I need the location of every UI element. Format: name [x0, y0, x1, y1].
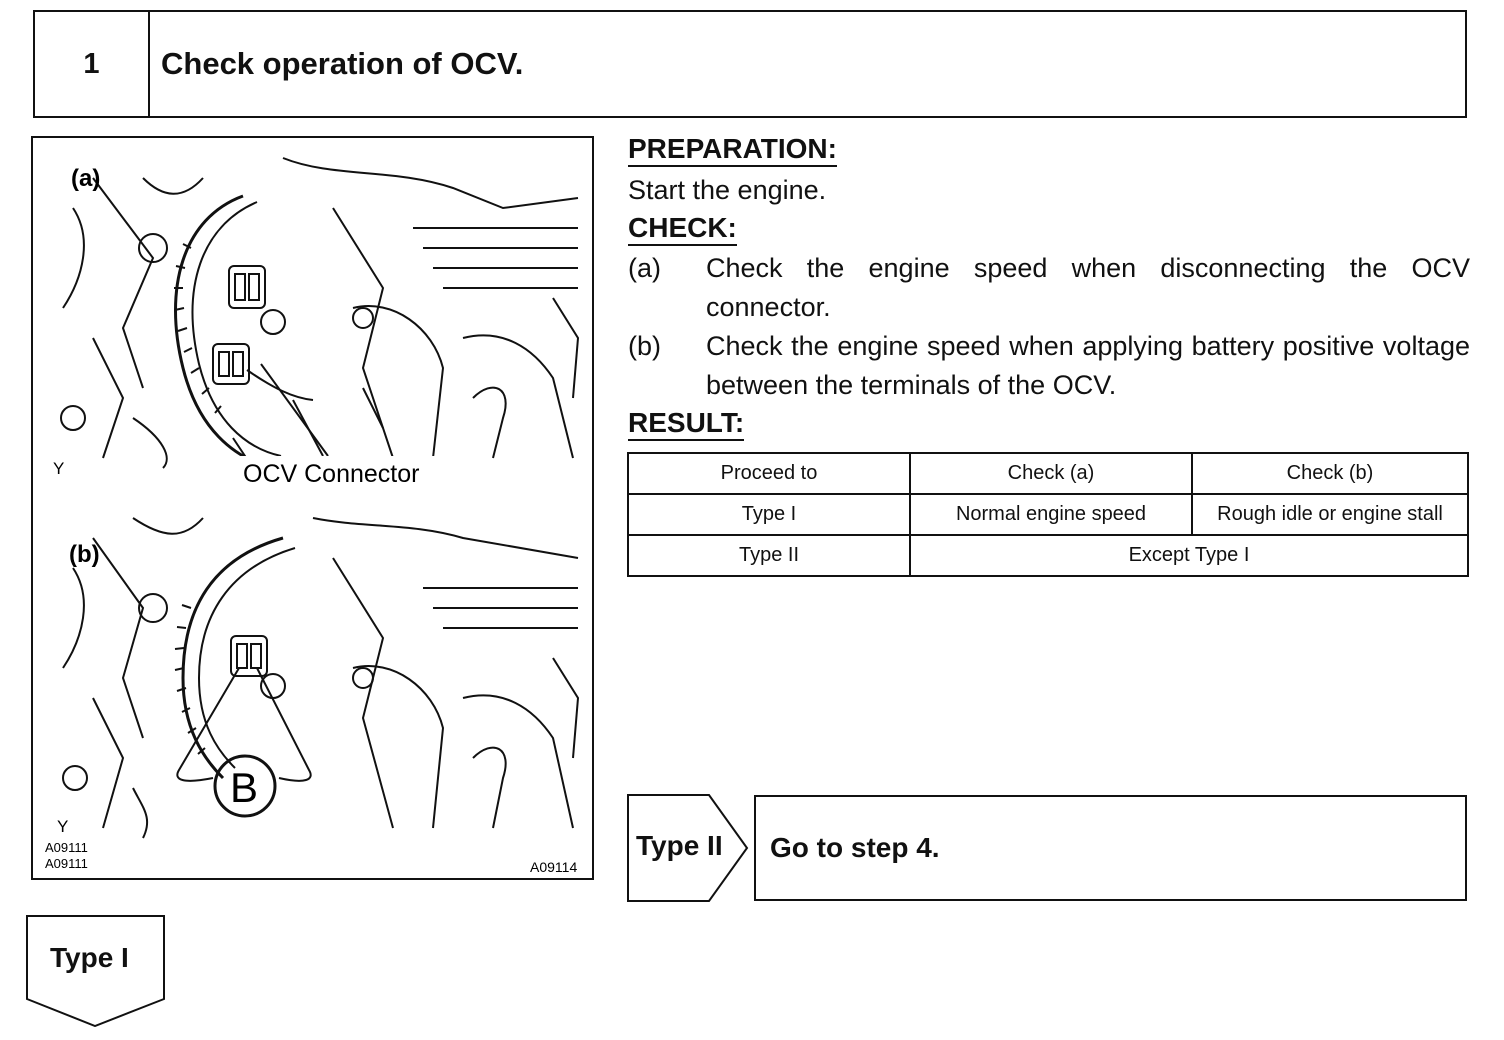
step-number: 1 — [35, 12, 150, 116]
preparation-heading: PREPARATION: — [628, 134, 837, 167]
check-item-a: (a) Check the engine speed when disconne… — [628, 249, 1470, 327]
engine-line-drawing: (a) (b) OCV Connector Y Y B A09111 A0911… — [45, 157, 580, 875]
step-header: 1 Check operation of OCV. — [33, 10, 1467, 118]
check-item-text: Check the engine speed when applying bat… — [706, 331, 1470, 400]
table-header-cell: Check (b) — [1191, 452, 1469, 495]
panel-b-drawing — [62, 517, 580, 839]
preparation-text: Start the engine. — [628, 175, 827, 205]
y-mark-a: Y — [53, 459, 64, 478]
panel-a-label: (a) — [71, 165, 100, 192]
table-row: Type II Except Type I — [627, 534, 1469, 577]
table-header-cell: Proceed to — [627, 452, 911, 495]
figure-code-right: A09114 — [530, 859, 577, 875]
step-title: Check operation of OCV. — [161, 46, 524, 81]
check-item-b: (b) Check the engine speed when applying… — [628, 327, 1470, 405]
b-mark: B — [230, 764, 258, 811]
check-item-text: Check the engine speed when disconnectin… — [706, 253, 1470, 322]
table-header-cell: Check (a) — [909, 452, 1193, 495]
table-cell: Rough idle or engine stall — [1191, 493, 1469, 536]
panel-a-drawing — [60, 157, 580, 470]
goto-step-box: Go to step 4. — [754, 795, 1467, 901]
y-mark-b: Y — [57, 817, 68, 836]
table-cell: Except Type I — [909, 534, 1469, 577]
type1-arrow-tag — [26, 915, 165, 1027]
type1-label: Type I — [50, 942, 129, 973]
check-item-label: (a) — [628, 253, 661, 283]
check-item-label: (b) — [628, 331, 661, 361]
table-cell: Type I — [627, 493, 911, 536]
result-table: Proceed to Check (a) Check (b) Type I No… — [627, 452, 1469, 577]
type2-arrow-tag — [627, 794, 749, 902]
panel-b-label: (b) — [69, 541, 100, 568]
table-cell: Normal engine speed — [909, 493, 1193, 536]
result-heading: RESULT: — [628, 408, 745, 441]
ocv-connector-label: OCV Connector — [243, 460, 419, 488]
table-cell: Type II — [627, 534, 911, 577]
engine-illustration: (a) (b) OCV Connector Y Y B A09111 A0911… — [31, 136, 594, 880]
table-header-row: Proceed to Check (a) Check (b) — [627, 452, 1469, 495]
figure-code-left-1: A09111 — [45, 840, 88, 855]
type2-label: Type II — [636, 830, 723, 861]
check-heading: CHECK: — [628, 213, 737, 246]
figure-code-left-2: A09111 — [45, 856, 88, 871]
goto-step-text: Go to step 4. — [770, 832, 940, 863]
table-row: Type I Normal engine speed Rough idle or… — [627, 493, 1469, 536]
